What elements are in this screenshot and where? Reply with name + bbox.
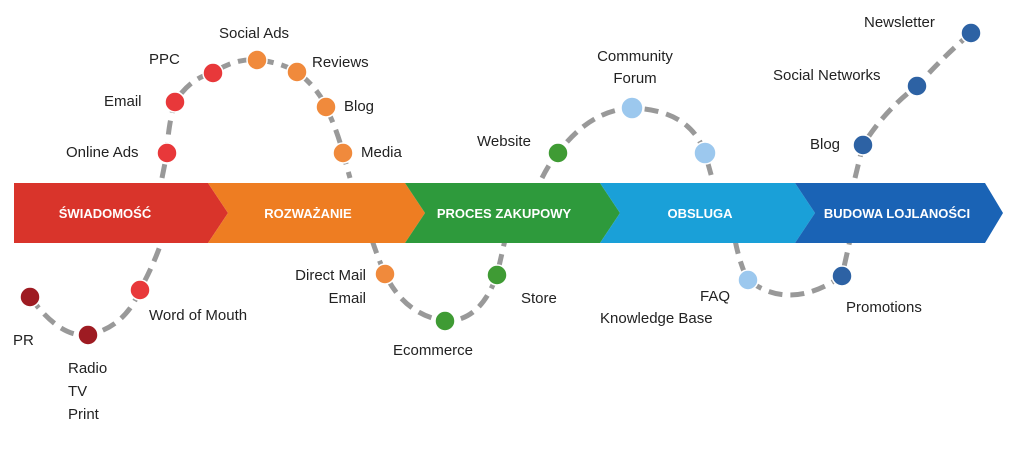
label-website: Website bbox=[477, 133, 531, 150]
node-pr bbox=[19, 286, 41, 308]
label-email-top: Email bbox=[104, 93, 142, 110]
label-direct-mail: Direct Mail bbox=[295, 267, 366, 284]
journey-path-purchase-top bbox=[539, 105, 715, 180]
label-newsletter: Newsletter bbox=[864, 14, 935, 31]
node-media bbox=[332, 142, 354, 164]
label-knowledge-base: Knowledge Base bbox=[600, 310, 713, 327]
stage-label-4: OBSLUGA bbox=[668, 206, 734, 221]
label-print: Print bbox=[68, 406, 99, 423]
label-email-bottom: Email bbox=[328, 290, 366, 307]
stage-segment-2 bbox=[208, 183, 425, 243]
label-social-networks: Social Networks bbox=[773, 67, 881, 84]
stage-segment-5 bbox=[795, 183, 1003, 243]
node-ecommerce bbox=[434, 310, 456, 332]
stage-segment-3 bbox=[405, 183, 620, 243]
node-online-ads bbox=[156, 142, 178, 164]
label-radio: Radio bbox=[68, 360, 108, 377]
node-faq bbox=[737, 269, 759, 291]
node-radio bbox=[77, 324, 99, 346]
stage-label-3: PROCES ZAKUPOWY bbox=[437, 206, 572, 221]
label-media: Media bbox=[361, 144, 402, 161]
node-social-networks bbox=[906, 75, 928, 97]
node-ppc bbox=[202, 62, 224, 84]
label-blog-blue: Blog bbox=[810, 136, 841, 153]
stage-band: ŚWIADOMOŚĆ ROZWAŻANIE PROCES ZAKUPOWY OB… bbox=[14, 183, 1003, 243]
label-forum: Forum bbox=[613, 70, 657, 87]
label-community: Community bbox=[597, 48, 673, 65]
node-email-top bbox=[164, 91, 186, 113]
label-tv: TV bbox=[68, 383, 88, 400]
label-word-of-mouth: Word of Mouth bbox=[149, 307, 248, 324]
label-blog-orange: Blog bbox=[344, 98, 375, 115]
label-store: Store bbox=[521, 290, 557, 307]
node-blog-orange bbox=[315, 96, 337, 118]
node-reviews bbox=[286, 61, 308, 83]
node-word-of-mouth bbox=[129, 279, 151, 301]
stage-label-2: ROZWAŻANIE bbox=[264, 206, 352, 221]
journey-path-purchase-bottom bbox=[369, 239, 508, 324]
label-ecommerce: Ecommerce bbox=[393, 342, 474, 359]
label-online-ads: Online Ads bbox=[66, 144, 139, 161]
touchpoint-nodes bbox=[19, 22, 982, 346]
label-pr: PR bbox=[13, 332, 34, 349]
node-community-forum bbox=[620, 96, 644, 120]
stage-segment-4 bbox=[600, 183, 815, 243]
node-newsletter bbox=[960, 22, 982, 44]
label-reviews: Reviews bbox=[312, 54, 369, 71]
label-social-ads: Social Ads bbox=[219, 25, 290, 42]
node-promotions bbox=[831, 265, 853, 287]
node-website bbox=[547, 142, 569, 164]
node-blog-blue bbox=[852, 134, 874, 156]
label-ppc: PPC bbox=[149, 51, 180, 68]
stage-label-1: ŚWIADOMOŚĆ bbox=[59, 206, 152, 221]
node-store bbox=[486, 264, 508, 286]
stage-label-5: BUDOWA LOJLANOŚCI bbox=[824, 206, 970, 221]
node-direct-mail bbox=[374, 263, 396, 285]
label-faq: FAQ bbox=[699, 288, 730, 305]
label-promotions: Promotions bbox=[846, 299, 922, 316]
node-faq-right bbox=[693, 141, 717, 165]
node-social-ads bbox=[246, 49, 268, 71]
stage-segment-1 bbox=[14, 183, 228, 243]
